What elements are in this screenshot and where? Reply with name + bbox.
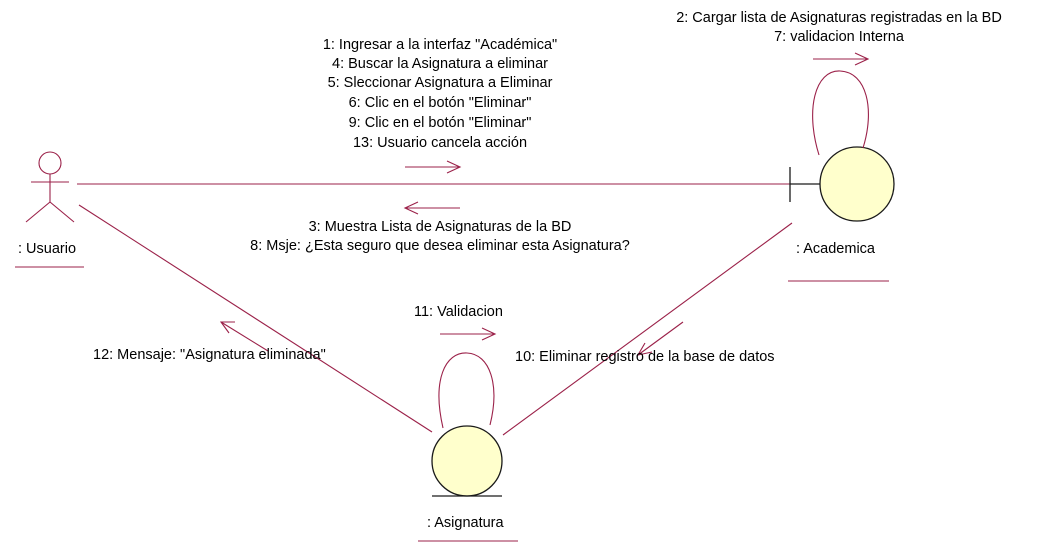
msgs-academica-self: 2: Cargar lista de Asignaturas registrad… xyxy=(676,10,1002,45)
message-label: 4: Buscar la Asignatura a eliminar xyxy=(332,56,548,72)
arrow-asignatura-to-usuario xyxy=(219,321,269,352)
message-label: 13: Usuario cancela acción xyxy=(353,135,527,151)
message-label: 2: Cargar lista de Asignaturas registrad… xyxy=(676,10,1002,26)
actor-icon xyxy=(25,151,75,223)
message-label: 1: Ingresar a la interfaz "Académica" xyxy=(323,37,557,53)
entity-object-icon xyxy=(431,425,503,497)
link-usuario-asignatura xyxy=(78,204,433,433)
link-academica-asignatura xyxy=(502,222,793,436)
msgs-usuario-to-academica: 1: Ingresar a la interfaz "Académica" 4:… xyxy=(323,37,557,151)
msg-academica-to-asignatura: 10: Eliminar registro de la base de dato… xyxy=(515,349,775,365)
arrow-asignatura-self xyxy=(440,327,497,341)
academica-name: : Academica xyxy=(796,241,876,257)
msg-asignatura-self: 11: Validacion xyxy=(414,304,503,320)
arrow-academica-self xyxy=(813,52,870,66)
arrow-academica-to-usuario xyxy=(403,201,460,215)
arrow-academica-to-asignatura xyxy=(636,321,684,356)
message-label: 8: Msje: ¿Esta seguro que desea eliminar… xyxy=(250,238,630,254)
message-label: 9: Clic en el botón "Eliminar" xyxy=(349,115,532,131)
arrow-usuario-to-academica xyxy=(405,160,462,174)
message-label: 7: validacion Interna xyxy=(774,29,905,45)
message-label: 5: Sleccionar Asignatura a Eliminar xyxy=(328,75,553,91)
boundary-object-icon xyxy=(789,146,895,222)
actor-name: : Usuario xyxy=(18,241,76,257)
message-label: 6: Clic en el botón "Eliminar" xyxy=(349,95,532,111)
asignatura-self-loop xyxy=(438,352,495,429)
msg-asignatura-to-usuario: 12: Mensaje: "Asignatura eliminada" xyxy=(93,347,326,363)
academica-self-loop xyxy=(812,70,869,156)
msgs-academica-to-usuario: 3: Muestra Lista de Asignaturas de la BD… xyxy=(250,219,630,254)
message-label: 3: Muestra Lista de Asignaturas de la BD xyxy=(309,219,572,235)
asignatura-name: : Asignatura xyxy=(427,515,505,531)
